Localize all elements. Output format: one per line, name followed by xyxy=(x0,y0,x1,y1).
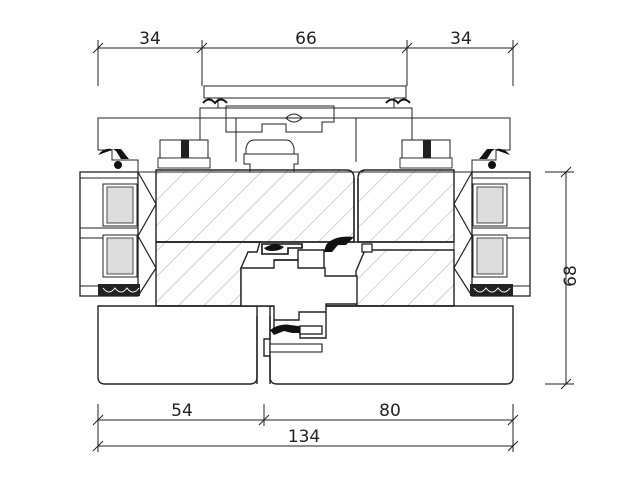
right-zigzag-seal xyxy=(453,171,473,297)
center-seal-components xyxy=(261,236,373,353)
right-outer-round-gasket xyxy=(488,161,496,169)
top-dimension-center: 66 xyxy=(295,29,317,49)
left-spacer-top-core xyxy=(106,186,134,224)
overall-dim-tick-right xyxy=(507,440,519,452)
right-dim-tick-top xyxy=(560,166,572,178)
top-center-channel xyxy=(225,105,335,133)
left-top-base xyxy=(157,157,211,169)
upper-right-seal-block xyxy=(361,243,373,253)
top-center-rounded-slot xyxy=(285,113,303,123)
upper-center-gap xyxy=(353,178,359,242)
left-outer-round-gasket xyxy=(114,161,122,169)
right-seal-boundary xyxy=(453,172,473,296)
right-top-seal-mark xyxy=(385,98,411,105)
bottom-dim-tick-mid xyxy=(258,414,270,426)
top-center-cap xyxy=(245,139,295,155)
left-gasket-detail xyxy=(102,287,140,293)
aluminium-cover-profile xyxy=(97,85,511,173)
top-dim-tick-right xyxy=(507,42,519,54)
left-zigzag-seal xyxy=(137,171,157,297)
wood-profile-assembly xyxy=(97,169,514,385)
upper-right-seal xyxy=(324,236,354,252)
bottom-dimension-right: 80 xyxy=(379,401,401,421)
top-dim-tick-left xyxy=(92,42,104,54)
upper-left-seal-fill xyxy=(264,244,284,251)
bottom-dimension-group: 54 80 134 xyxy=(92,401,519,452)
right-top-base xyxy=(399,157,453,169)
lower-left-seal-block xyxy=(299,325,323,335)
right-dimension-group: 68 xyxy=(545,166,581,390)
lower-left-seal xyxy=(270,324,306,335)
top-dim-tick-mid-right xyxy=(401,42,413,54)
top-dimension-right: 34 xyxy=(450,29,472,49)
top-center-clamp xyxy=(243,153,299,173)
top-profile-inner-lines xyxy=(98,97,510,119)
lower-left-wood xyxy=(97,305,258,385)
right-gasket-detail xyxy=(473,287,511,293)
right-bottom-gasket xyxy=(470,284,513,296)
bottom-dim-tick-right xyxy=(507,414,519,426)
left-top-seal-mark xyxy=(202,98,228,105)
right-outer-gasket xyxy=(479,148,510,159)
top-dimension-group: 34 66 34 xyxy=(92,29,519,86)
upper-groove-outline xyxy=(274,249,325,268)
right-dimension-label: 68 xyxy=(561,265,581,287)
left-seal-boundary xyxy=(137,172,157,296)
bottom-dimension-left: 54 xyxy=(171,401,193,421)
upper-left-wood-section xyxy=(155,169,355,243)
top-dimension-left: 34 xyxy=(139,29,161,49)
overall-dim-tick-left xyxy=(92,440,104,452)
left-spacer-bottom-core xyxy=(106,237,134,275)
left-bottom-gasket xyxy=(98,284,140,296)
right-dim-tick-bottom xyxy=(560,378,572,390)
overall-dimension-label: 134 xyxy=(288,427,320,447)
top-dim-tick-mid-left xyxy=(196,42,208,54)
bottom-dim-tick-left xyxy=(92,414,104,426)
right-spacer-top-core xyxy=(476,186,504,224)
top-profile-vertical-lines xyxy=(199,118,413,162)
left-outer-gasket xyxy=(98,148,129,159)
left-glazing-unit xyxy=(79,171,157,297)
left-top-clip-black xyxy=(181,140,189,158)
right-glazing-unit xyxy=(453,171,531,297)
lower-seal-strip xyxy=(269,343,323,353)
right-top-clip-black xyxy=(423,140,431,158)
upper-right-wood-section xyxy=(357,169,455,243)
right-spacer-bottom-core xyxy=(476,237,504,275)
